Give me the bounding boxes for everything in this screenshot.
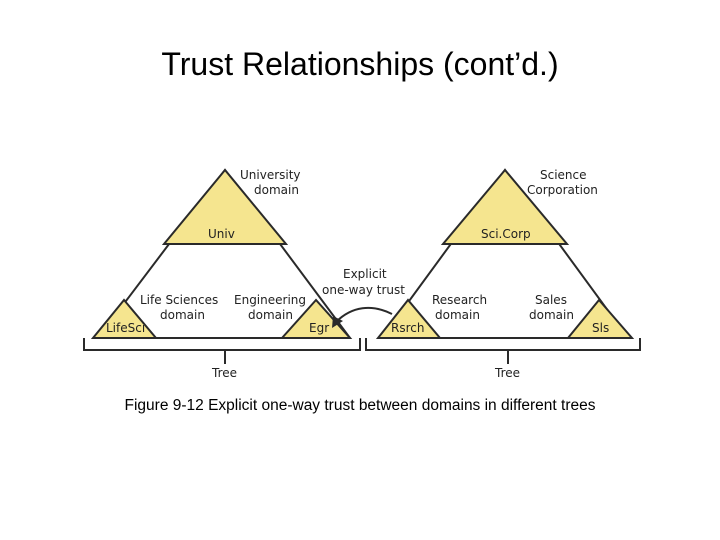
left-big-triangle bbox=[95, 168, 352, 339]
right-big-triangle bbox=[380, 168, 630, 339]
left-tree-label: Tree bbox=[211, 366, 237, 380]
egr-domain-label-1: Engineering bbox=[234, 293, 306, 307]
scicorp-triangle bbox=[440, 168, 570, 245]
left-tree-bracket bbox=[83, 338, 361, 351]
trust-label-2: one-way trust bbox=[322, 283, 405, 297]
univ-triangle bbox=[161, 168, 289, 245]
rsrch-domain-label-2: domain bbox=[435, 308, 480, 322]
egr-domain-label-2: domain bbox=[248, 308, 293, 322]
rsrch-domain-label-1: Research bbox=[432, 293, 487, 307]
rsrch-triangle bbox=[375, 298, 443, 339]
lifesci-domain-label-1: Life Sciences bbox=[140, 293, 218, 307]
sls-domain-label-2: domain bbox=[529, 308, 574, 322]
trust-arrowhead bbox=[332, 316, 343, 328]
right-tree: Science Corporation Sci.Corp Research do… bbox=[365, 168, 641, 380]
figure-caption: Figure 9-12 Explicit one-way trust betwe… bbox=[124, 397, 596, 414]
univ-domain-label-2: domain bbox=[254, 183, 299, 197]
sls-domain-label-1: Sales bbox=[535, 293, 567, 307]
lifesci-node-label: LifeSci bbox=[106, 321, 145, 335]
scicorp-node-label: Sci.Corp bbox=[481, 227, 531, 241]
lifesci-triangle bbox=[90, 298, 159, 339]
one-way-trust: Explicit one-way trust bbox=[322, 267, 405, 328]
left-tree: University domain Univ Life Sciences dom… bbox=[83, 168, 361, 380]
trust-label-1: Explicit bbox=[343, 267, 387, 281]
egr-node-label: Egr bbox=[309, 321, 329, 335]
slide-title: Trust Relationships (cont’d.) bbox=[161, 46, 559, 82]
scicorp-domain-label-2: Corporation bbox=[527, 183, 598, 197]
sls-node-label: Sls bbox=[592, 321, 609, 335]
sls-triangle bbox=[565, 298, 635, 339]
lifesci-domain-label-2: domain bbox=[160, 308, 205, 322]
right-tree-label: Tree bbox=[494, 366, 520, 380]
right-tree-bracket bbox=[365, 338, 641, 351]
scicorp-domain-label-1: Science bbox=[540, 168, 587, 182]
rsrch-node-label: Rsrch bbox=[391, 321, 424, 335]
univ-node-label: Univ bbox=[208, 227, 235, 241]
univ-domain-label-1: University bbox=[240, 168, 301, 182]
trust-arrow bbox=[335, 306, 393, 323]
